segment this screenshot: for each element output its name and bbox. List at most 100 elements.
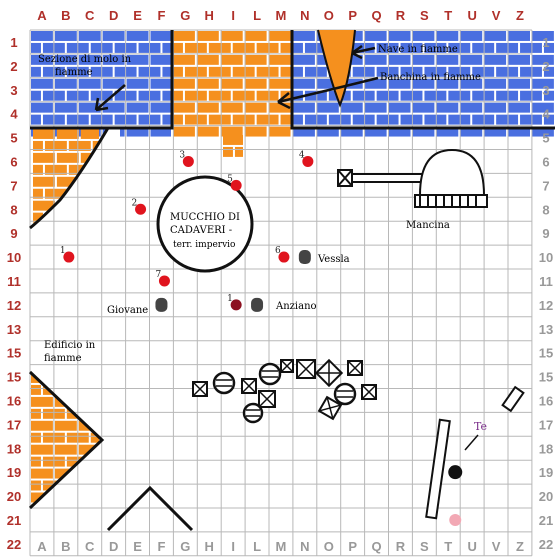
column-label-bottom: Z: [516, 539, 524, 554]
enemy-token[interactable]: 7: [155, 270, 170, 287]
enemy-token[interactable]: 2: [132, 198, 147, 215]
row-label-left: 10: [7, 250, 21, 265]
row-label-right: 4: [542, 107, 550, 122]
label-mucchio-2: CADAVERI -: [170, 225, 232, 236]
row-label-right: 13: [539, 322, 553, 337]
enemy-number: 5: [227, 174, 233, 184]
crate: [347, 360, 363, 376]
row-label-right: 12: [539, 298, 553, 313]
row-label-left: 13: [7, 322, 21, 337]
column-label-top: P: [348, 8, 357, 23]
row-label-left: 22: [7, 537, 21, 552]
corpse-pile: [156, 175, 254, 273]
row-label-left: 15: [7, 346, 21, 361]
row-label-right: 6: [542, 154, 549, 169]
column-label-top: A: [37, 8, 47, 23]
enemy-number: 2: [132, 198, 138, 208]
label-mucchio-3: terr. impervio: [173, 240, 235, 250]
row-label-right: 3: [542, 83, 549, 98]
row-label-left: 17: [7, 417, 21, 432]
enemy-token[interactable]: 1: [227, 294, 242, 311]
bottom-wall: [106, 485, 194, 532]
crate: [361, 384, 377, 400]
label-vessla: Vessla: [317, 254, 350, 265]
column-label-bottom: V: [492, 539, 501, 554]
column-label-bottom: Q: [371, 539, 381, 554]
row-label-left: 9: [10, 226, 17, 241]
column-label-bottom: N: [300, 539, 309, 554]
column-label-bottom: E: [133, 539, 142, 554]
column-label-top: O: [324, 8, 334, 23]
column-label-bottom: D: [109, 539, 118, 554]
column-label-bottom: H: [205, 539, 214, 554]
column-label-bottom: T: [444, 539, 452, 554]
text-layer: Sezione di molo in fiamme Nave in fiamme…: [38, 44, 487, 433]
enemy-number: 4: [299, 150, 305, 160]
row-label-left: 18: [7, 441, 21, 456]
label-anziano: Anziano: [275, 301, 317, 312]
burning-debris: [223, 135, 243, 157]
row-label-left: 15: [7, 370, 21, 385]
row-label-right: 11: [539, 274, 553, 289]
label-edificio-2: fiamme: [44, 353, 82, 364]
column-label-top: N: [300, 8, 309, 23]
npc-token[interactable]: [251, 297, 264, 312]
row-label-right: 15: [539, 346, 553, 361]
enemy-number: 1: [60, 246, 66, 256]
column-label-top: C: [85, 8, 95, 23]
column-label-bottom: L: [253, 539, 261, 554]
player-token[interactable]: [448, 465, 463, 480]
column-label-top: G: [180, 8, 190, 23]
crate: [296, 359, 316, 379]
arrow-te: [464, 434, 479, 451]
row-label-right: 16: [539, 393, 553, 408]
label-giovane: Giovane: [107, 305, 148, 316]
column-label-top: E: [133, 8, 142, 23]
barrel: [212, 371, 236, 395]
plank-long: [425, 418, 451, 520]
column-label-bottom: B: [61, 539, 70, 554]
row-label-right: 10: [539, 250, 553, 265]
npc-token[interactable]: [298, 250, 311, 265]
column-label-top: V: [492, 8, 501, 23]
enemy-number: 7: [155, 270, 161, 280]
arrow-molo: [94, 84, 126, 112]
npc-token[interactable]: [155, 297, 168, 312]
label-nave: Nave in fiamme: [378, 44, 458, 55]
row-label-right: 22: [539, 537, 553, 552]
row-label-right: 21: [539, 513, 553, 528]
column-label-bottom: P: [348, 539, 357, 554]
column-label-bottom: R: [396, 539, 406, 554]
building-outline: [28, 370, 105, 510]
column-label-top: F: [157, 8, 165, 23]
crate: [280, 359, 294, 373]
dock-outline-left: [30, 30, 174, 130]
row-label-right: 15: [539, 370, 553, 385]
row-label-left: 2: [10, 59, 17, 74]
label-edificio-1: Edificio in: [44, 340, 96, 351]
column-label-bottom: F: [157, 539, 165, 554]
column-label-top: D: [109, 8, 118, 23]
row-label-left: 5: [10, 131, 17, 146]
row-label-left: 6: [10, 154, 17, 169]
enemy-token[interactable]: 3: [179, 150, 194, 167]
column-label-top: Z: [516, 8, 524, 23]
column-label-bottom: M: [276, 539, 287, 554]
enemy-token[interactable]: 4: [299, 150, 314, 167]
row-label-left: 16: [7, 393, 21, 408]
column-label-top: M: [276, 8, 287, 23]
row-label-left: 1: [10, 35, 17, 50]
enemy-token[interactable]: 5: [227, 174, 242, 191]
label-te: Te: [474, 420, 487, 433]
column-label-top: L: [253, 8, 261, 23]
burning-dock: [173, 31, 291, 137]
label-banchina: Banchina in fiamme: [380, 72, 481, 83]
crate: [314, 358, 344, 388]
enemy-token[interactable]: 6: [275, 246, 290, 263]
label-mancina: Mancina: [406, 220, 450, 231]
barrel: [258, 362, 282, 386]
enemy-token[interactable]: 1: [60, 246, 75, 263]
column-label-top: B: [61, 8, 70, 23]
row-label-right: 5: [542, 131, 549, 146]
